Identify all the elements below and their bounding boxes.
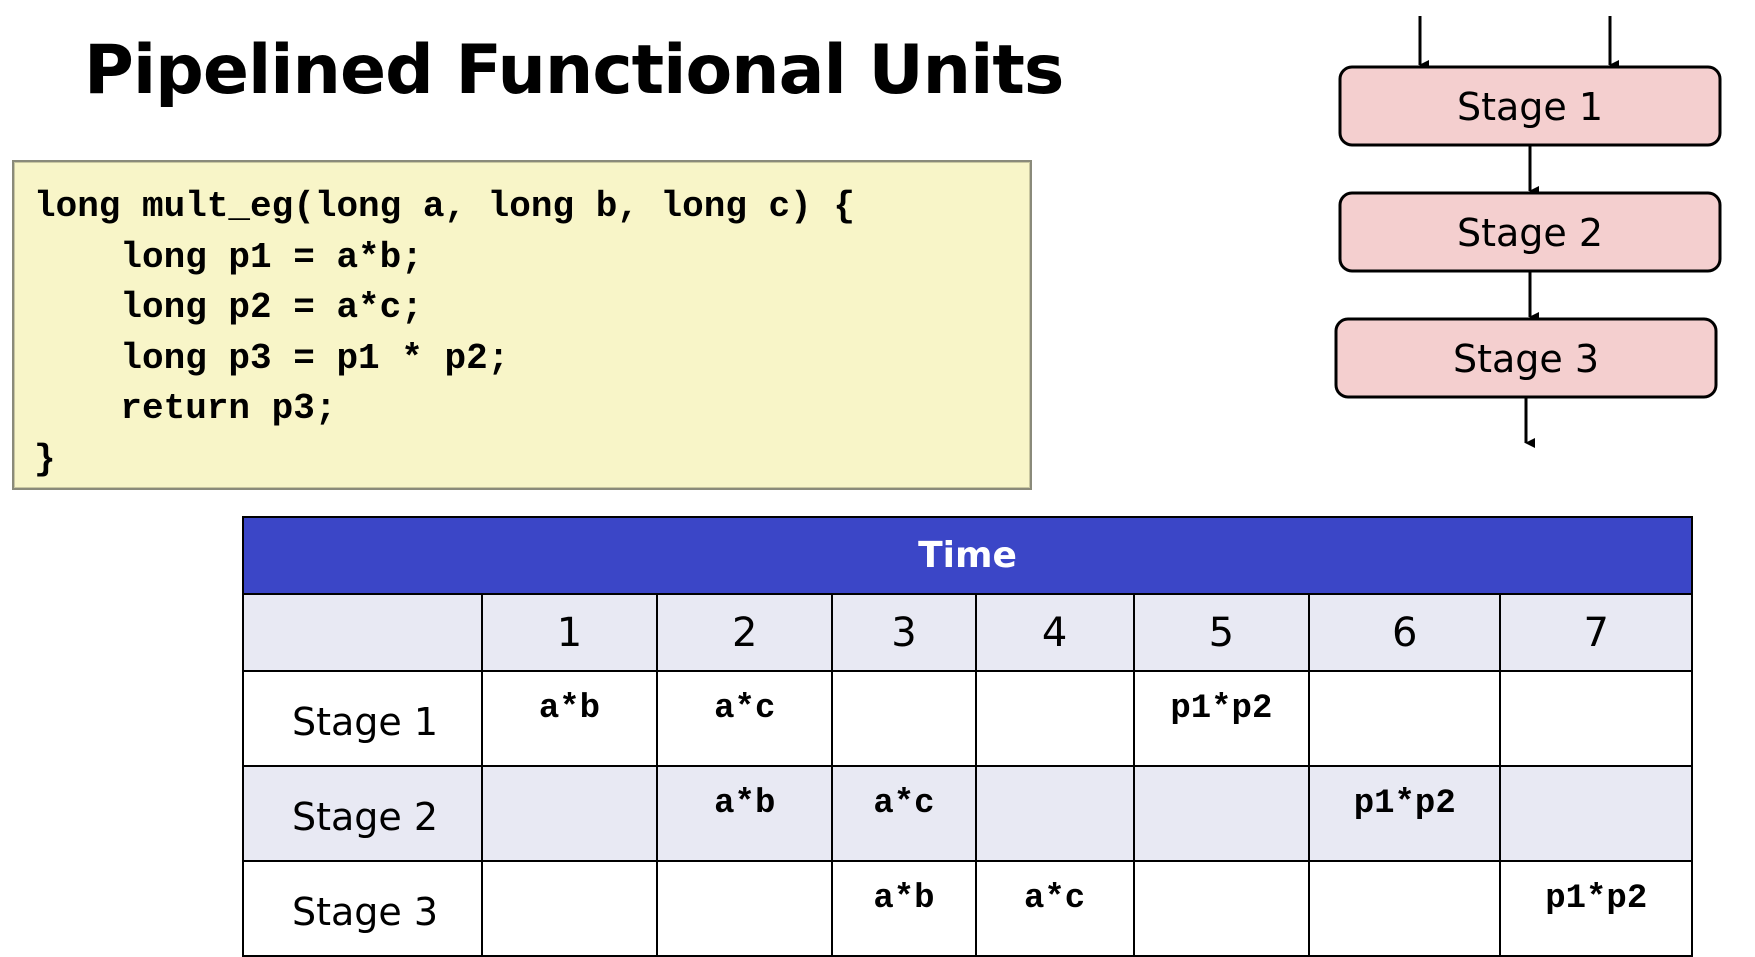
code-line-1: long mult_eg(long a, long b, long c) { bbox=[34, 186, 855, 227]
table-cell bbox=[480, 765, 659, 862]
row-label-stage-1: Stage 1 bbox=[242, 670, 483, 767]
slide-title: Pipelined Functional Units bbox=[84, 31, 1064, 110]
time-col-6: 6 bbox=[1307, 593, 1502, 672]
stage-1-box bbox=[1338, 65, 1722, 147]
table-row-stage-3: Stage 3 a*b a*c p1*p2 bbox=[242, 860, 1693, 957]
stage-1-label: Stage 1 bbox=[1457, 85, 1603, 129]
table-cell: a*b bbox=[480, 670, 659, 767]
table-cell: p1*p2 bbox=[1307, 765, 1502, 862]
table-cell: p1*p2 bbox=[1132, 670, 1311, 767]
table-cell: a*c bbox=[656, 670, 834, 767]
table-cell bbox=[831, 670, 977, 767]
stage-3-box bbox=[1334, 317, 1718, 399]
table-cell bbox=[974, 765, 1135, 862]
pipeline-timing-table: Time 1 2 3 4 5 6 7 Stage 1 a*b a*c p1*p2… bbox=[242, 516, 1693, 957]
table-cell bbox=[1499, 670, 1693, 767]
table-row-stage-1: Stage 1 a*b a*c p1*p2 bbox=[242, 670, 1693, 767]
time-col-4: 4 bbox=[974, 593, 1135, 672]
table-row-stage-2: Stage 2 a*b a*c p1*p2 bbox=[242, 765, 1693, 862]
table-cell: p1*p2 bbox=[1499, 860, 1693, 957]
corner-cell bbox=[242, 593, 483, 672]
table-cell bbox=[974, 670, 1135, 767]
table-cell: a*b bbox=[656, 765, 834, 862]
stage-2-box bbox=[1338, 191, 1722, 273]
time-header: Time bbox=[242, 516, 1693, 595]
code-line-2: long p1 = a*b; bbox=[34, 236, 423, 278]
stage-2-label: Stage 2 bbox=[1457, 211, 1603, 255]
code-block: long mult_eg(long a, long b, long c) { l… bbox=[12, 160, 1032, 490]
code-line-4: long p3 = p1 * p2; bbox=[34, 337, 510, 379]
code-line-6: } bbox=[34, 438, 56, 480]
stage-3-label: Stage 3 bbox=[1453, 337, 1599, 381]
table-cell bbox=[1132, 860, 1311, 957]
table-cell: a*b bbox=[831, 860, 977, 957]
time-col-3: 3 bbox=[831, 593, 977, 672]
table-cell bbox=[1499, 765, 1693, 862]
table-cell bbox=[1132, 765, 1311, 862]
pipeline-stage-diagram: Stage 1 Stage 2 Stage 3 bbox=[1334, 16, 1722, 448]
row-label-stage-3: Stage 3 bbox=[242, 860, 483, 957]
table-cell bbox=[656, 860, 834, 957]
table-cell bbox=[1307, 670, 1502, 767]
time-col-7: 7 bbox=[1499, 593, 1693, 672]
table-cell bbox=[1307, 860, 1502, 957]
time-col-1: 1 bbox=[480, 593, 659, 672]
code-line-5: return p3; bbox=[34, 388, 337, 429]
time-column-header-row: 1 2 3 4 5 6 7 bbox=[242, 593, 1693, 672]
code-line-3: long p2 = a*c; bbox=[34, 287, 423, 328]
row-label-stage-2: Stage 2 bbox=[242, 765, 483, 862]
table-cell: a*c bbox=[974, 860, 1135, 957]
table-cell: a*c bbox=[831, 765, 977, 862]
time-col-2: 2 bbox=[656, 593, 834, 672]
table-cell bbox=[480, 860, 659, 957]
time-col-5: 5 bbox=[1132, 593, 1311, 672]
